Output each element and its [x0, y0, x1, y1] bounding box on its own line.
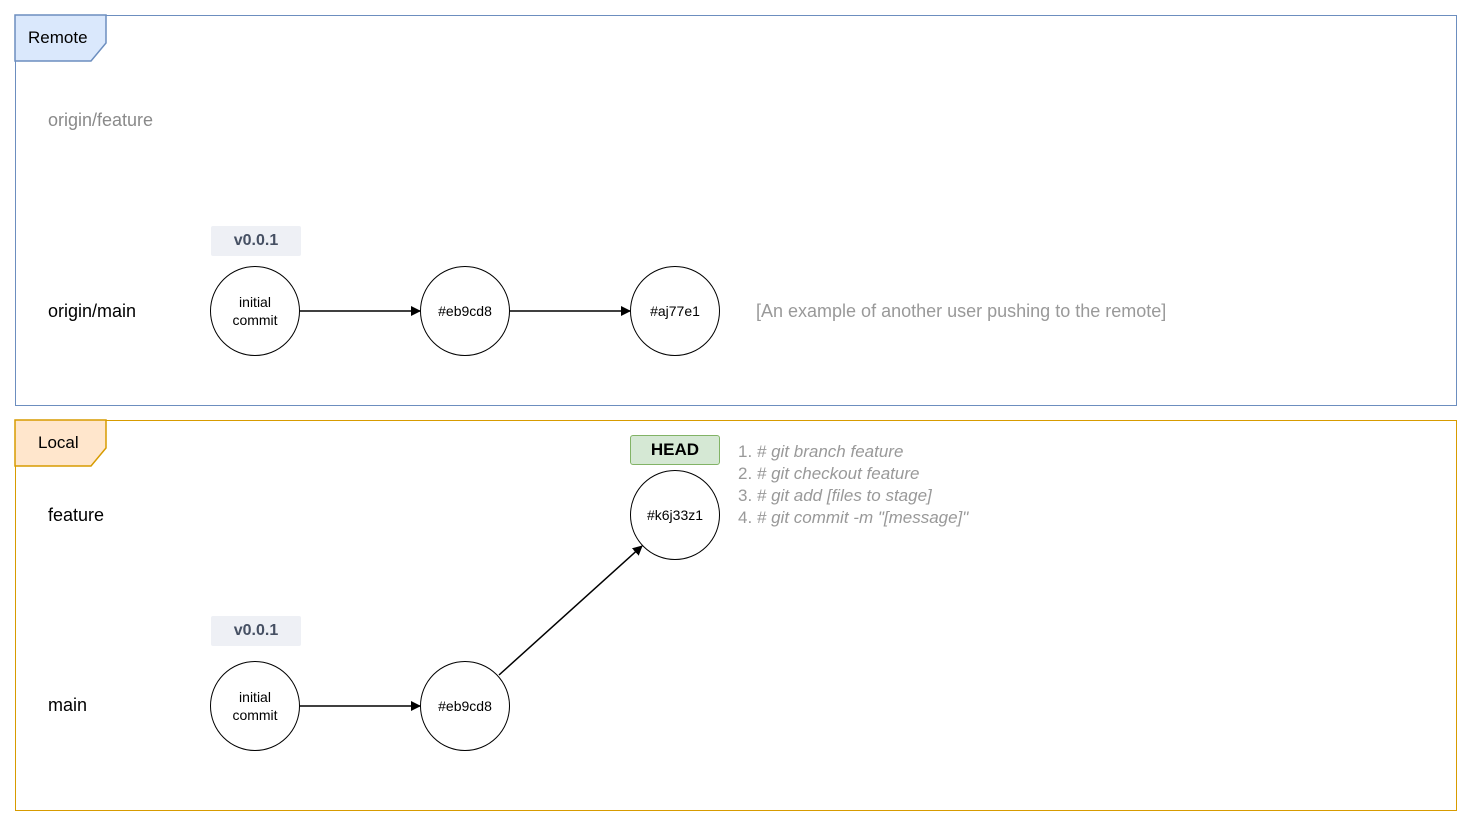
- step-number: 3.: [738, 486, 753, 505]
- step-command: # git checkout feature: [756, 464, 920, 483]
- remote-version-tag: v0.0.1: [211, 226, 301, 256]
- step-command: # git branch feature: [756, 442, 904, 461]
- remote-commit-aj77e1: #aj77e1: [630, 266, 720, 356]
- step-command: # git add [files to stage]: [756, 486, 932, 505]
- local-arrow-2: [498, 545, 643, 676]
- step-command: # git commit -m "[message]": [756, 508, 969, 527]
- local-version-tag: v0.0.1: [211, 616, 301, 646]
- branch-label-feature: feature: [48, 505, 105, 525]
- local-tab-shape: [14, 419, 107, 467]
- command-step: 2. # git checkout feature: [738, 463, 968, 485]
- remote-commit-initial: initial commit: [210, 266, 300, 356]
- head-tag: HEAD: [630, 435, 720, 465]
- step-number: 1.: [738, 442, 753, 461]
- local-section: [15, 420, 1457, 811]
- local-commit-eb9cd8: #eb9cd8: [420, 661, 510, 751]
- command-step: 4. # git commit -m "[message]": [738, 507, 968, 529]
- command-step: 1. # git branch feature: [738, 441, 968, 463]
- branch-label-origin-feature: origin/feature: [48, 110, 154, 130]
- command-step: 3. # git add [files to stage]: [738, 485, 968, 507]
- local-commit-k6j33z1: #k6j33z1: [630, 470, 720, 560]
- local-tag-label: Local: [38, 433, 79, 452]
- remote-tab-shape: [14, 14, 107, 62]
- local-commit-initial: initial commit: [210, 661, 300, 751]
- remote-note: [An example of another user pushing to t…: [756, 301, 1167, 321]
- branch-label-origin-main: origin/main: [48, 301, 137, 321]
- step-number: 4.: [738, 508, 753, 527]
- step-number: 2.: [738, 464, 753, 483]
- command-steps-list: 1. # git branch feature 2. # git checkou…: [738, 441, 968, 529]
- branch-label-main: main: [48, 695, 88, 715]
- remote-commit-eb9cd8: #eb9cd8: [420, 266, 510, 356]
- remote-section: [15, 15, 1457, 406]
- remote-tag-label: Remote: [28, 28, 88, 47]
